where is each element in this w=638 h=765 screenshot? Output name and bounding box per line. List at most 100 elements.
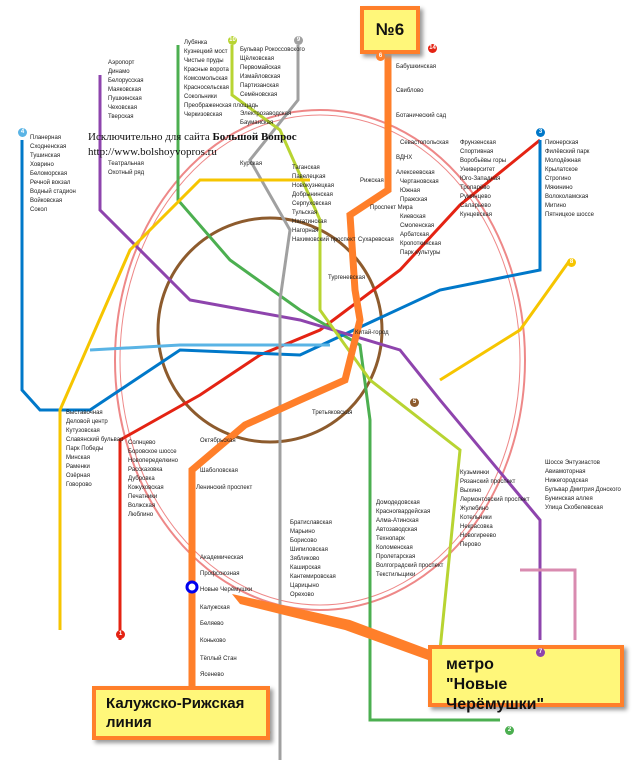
station-label[interactable]: Театральная bbox=[108, 161, 144, 167]
station-label[interactable]: Люблино bbox=[128, 512, 154, 518]
station-label[interactable]: Выхино bbox=[460, 488, 482, 494]
station-label[interactable]: Добрынинская bbox=[292, 192, 333, 198]
station-label[interactable]: Университет bbox=[460, 167, 495, 173]
station-label[interactable]: Рязанский проспект bbox=[460, 479, 516, 485]
station-label[interactable]: Румянцево bbox=[460, 194, 491, 200]
station-label[interactable]: Славянский бульвар bbox=[66, 437, 124, 443]
station-label[interactable]: Охотный ряд bbox=[108, 170, 145, 176]
station-label[interactable]: Черкизовская bbox=[184, 112, 223, 118]
station-label[interactable]: Тропарёво bbox=[460, 185, 490, 191]
station-label[interactable]: Воробьёвы горы bbox=[460, 158, 507, 164]
station-label[interactable]: Проспект Мира bbox=[370, 205, 413, 211]
station-label[interactable]: Строгино bbox=[545, 176, 571, 182]
station-label[interactable]: Коломенская bbox=[376, 545, 413, 551]
station-label[interactable]: Сходненская bbox=[30, 144, 67, 150]
station-label[interactable]: Бауманская bbox=[240, 120, 274, 126]
station-label[interactable]: ВДНХ bbox=[396, 155, 413, 161]
station-label[interactable]: Волоколамская bbox=[545, 194, 589, 200]
station-label[interactable]: Преображенская площадь bbox=[184, 103, 259, 109]
station-label[interactable]: Кузьминки bbox=[460, 470, 490, 476]
station-label[interactable]: Лубянка bbox=[184, 40, 208, 46]
station-label[interactable]: Бульвар Дмитрия Донского bbox=[545, 487, 621, 493]
station-label[interactable]: Электрозаводская bbox=[240, 111, 292, 117]
station-label[interactable]: Измайловская bbox=[240, 74, 281, 80]
station-label[interactable]: Митино bbox=[545, 203, 567, 209]
station-label[interactable]: Смоленская bbox=[400, 223, 435, 229]
station-label[interactable]: Чертановская bbox=[400, 179, 439, 185]
station-label[interactable]: Таганская bbox=[292, 165, 320, 171]
station-label[interactable]: Шоссе Энтузиастов bbox=[545, 460, 600, 466]
station-label[interactable]: Саларьево bbox=[460, 203, 491, 209]
station-label[interactable]: Семёновская bbox=[240, 92, 278, 98]
station-label[interactable]: Первомайская bbox=[240, 65, 281, 71]
station-label[interactable]: Шипиловская bbox=[290, 547, 328, 553]
station-label[interactable]: Красносельская bbox=[184, 85, 229, 91]
station-label[interactable]: Партизанская bbox=[240, 83, 279, 89]
station-label[interactable]: Пионерская bbox=[545, 140, 579, 146]
station-label[interactable]: Дубровка bbox=[128, 476, 155, 482]
station-label[interactable]: Раменки bbox=[66, 464, 90, 470]
station-label[interactable]: Перово bbox=[460, 542, 481, 548]
station-label[interactable]: Зябликово bbox=[290, 556, 320, 562]
station-label[interactable]: Нагатинская bbox=[292, 219, 327, 225]
station-label[interactable]: Мякинино bbox=[545, 185, 573, 191]
station-label[interactable]: Кутузовская bbox=[66, 428, 100, 434]
station-label[interactable]: Говорово bbox=[66, 482, 92, 488]
station-label[interactable]: Пятницкое шоссе bbox=[545, 212, 594, 218]
station-label[interactable]: Боровское шоссе bbox=[128, 449, 177, 455]
station-label[interactable]: Калужская bbox=[200, 605, 230, 611]
station-label[interactable]: Чистые пруды bbox=[184, 58, 224, 64]
station-label[interactable]: Парк Победы bbox=[66, 446, 104, 452]
station-label[interactable]: Арбатская bbox=[400, 232, 429, 238]
station-label[interactable]: Улица Скобелевская bbox=[545, 505, 603, 511]
station-label[interactable]: Домодедовская bbox=[376, 500, 420, 506]
station-label[interactable]: Водный стадион bbox=[30, 189, 76, 195]
station-label[interactable]: Пролетарская bbox=[376, 554, 416, 560]
station-label[interactable]: Автозаводская bbox=[376, 527, 418, 533]
station-label[interactable]: Минская bbox=[66, 455, 91, 461]
station-label[interactable]: Рассказовка bbox=[128, 467, 163, 473]
station-label[interactable]: Чеховская bbox=[108, 105, 137, 111]
station-label[interactable]: Речной вокзал bbox=[30, 180, 71, 186]
station-label[interactable]: Тушинская bbox=[30, 153, 61, 159]
station-label[interactable]: Третьяковская bbox=[312, 410, 353, 416]
station-label[interactable]: Пушкинская bbox=[108, 96, 142, 102]
station-label[interactable]: Киевская bbox=[400, 214, 426, 220]
station-label[interactable]: Шаболовская bbox=[200, 468, 238, 474]
station-label[interactable]: Тверская bbox=[108, 114, 134, 120]
station-label[interactable]: Алма-Атинская bbox=[376, 518, 419, 524]
station-label[interactable]: Динамо bbox=[108, 69, 130, 75]
station-label[interactable]: Ясенево bbox=[200, 672, 224, 678]
station-label[interactable]: Нижегородская bbox=[545, 478, 588, 484]
station-label[interactable]: Филёвский парк bbox=[545, 149, 590, 155]
station-label[interactable]: Жулебино bbox=[460, 506, 489, 512]
station-label[interactable]: Некрасовка bbox=[460, 524, 493, 530]
station-label[interactable]: Братиславская bbox=[290, 520, 332, 526]
station-label[interactable]: Китай-город bbox=[355, 330, 389, 336]
station-label[interactable]: Бабушкинская bbox=[396, 64, 437, 70]
station-label[interactable]: Лермонтовский проспект bbox=[460, 497, 530, 503]
station-label[interactable]: Царицыно bbox=[290, 583, 319, 589]
station-label[interactable]: Крылатское bbox=[545, 167, 578, 173]
station-label[interactable]: Кропоткинская bbox=[400, 241, 442, 247]
station-label[interactable]: Беломорская bbox=[30, 171, 68, 177]
station-label[interactable]: Орехово bbox=[290, 592, 314, 598]
station-label[interactable]: Деловой центр bbox=[66, 419, 108, 425]
station-label[interactable]: Авиамоторная bbox=[545, 469, 586, 475]
station-label[interactable]: Аэропорт bbox=[108, 60, 135, 66]
station-label[interactable]: Комсомольская bbox=[184, 76, 228, 82]
station-label[interactable]: Озёрная bbox=[66, 473, 90, 479]
station-label[interactable]: Технопарк bbox=[376, 536, 405, 542]
station-label[interactable]: Белорусская bbox=[108, 78, 144, 84]
station-label[interactable]: Щёлковская bbox=[240, 56, 274, 62]
station-label[interactable]: Текстильщики bbox=[376, 572, 416, 578]
station-label[interactable]: Каширская bbox=[290, 565, 321, 571]
station-label[interactable]: Тёплый Стан bbox=[200, 656, 237, 662]
station-label[interactable]: Ботанический сад bbox=[396, 113, 447, 119]
station-label[interactable]: Нагорная bbox=[292, 228, 319, 234]
station-label[interactable]: Пражская bbox=[400, 197, 428, 203]
station-label[interactable]: Бульвар Рокоссовского bbox=[240, 47, 305, 53]
station-label[interactable]: Марьино bbox=[290, 529, 315, 535]
station-label[interactable]: Спортивная bbox=[460, 149, 494, 155]
station-label[interactable]: Севастопольская bbox=[400, 140, 449, 146]
